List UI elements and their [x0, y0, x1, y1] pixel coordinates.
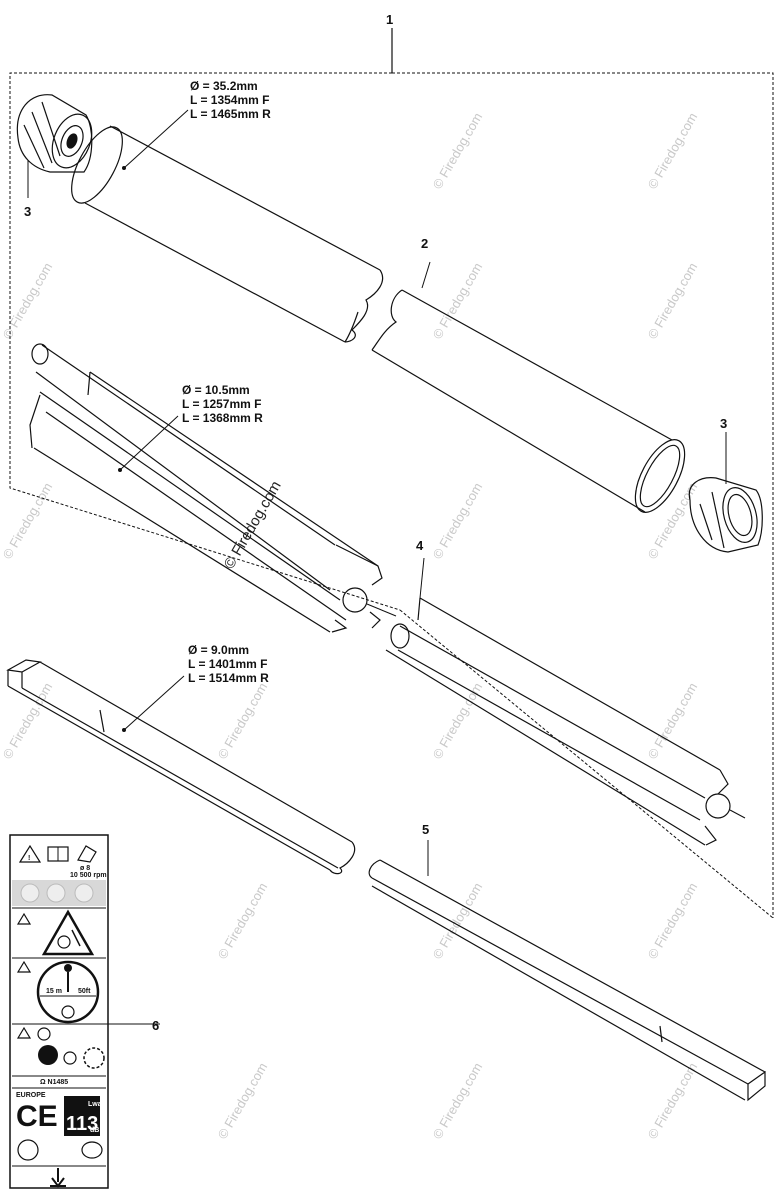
watermark: © Firedog.com: [430, 680, 486, 762]
callout-2: 2: [421, 236, 428, 251]
liner-diameter: Ø = 10.5mm: [182, 383, 250, 397]
watermark: © Firedog.com: [645, 1060, 701, 1142]
shaft-length-front: L = 1401mm F: [188, 657, 268, 671]
end-cap-lower: [688, 432, 763, 553]
watermark: © Firedog.com: [430, 110, 486, 192]
watermark: © Firedog.com: [430, 260, 486, 342]
callout-1: 1: [386, 12, 393, 27]
callout-6: 6: [152, 1018, 159, 1033]
callout-4: 4: [416, 538, 424, 553]
shaft-length-rear: L = 1514mm R: [188, 671, 269, 685]
drive-shaft-upper: [6, 659, 356, 875]
sound-power-badge: [64, 1096, 100, 1136]
main-tube-lower: [371, 261, 686, 513]
liner-lower: [385, 557, 746, 846]
callout-5: 5: [422, 822, 429, 837]
region-label: EUROPE: [16, 1092, 46, 1099]
shaft-diameter: Ø = 9.0mm: [188, 643, 249, 657]
operator-icon: [38, 1045, 58, 1065]
distance-left: 15 m: [46, 988, 62, 995]
watermark: © Firedog.com: [0, 260, 55, 342]
decal-part-code: Ω N1485: [40, 1079, 68, 1086]
watermark: © Firedog.com: [430, 480, 486, 562]
watermark: © Firedog.com: [645, 260, 701, 342]
watermark: © Firedog.com: [645, 680, 701, 762]
liner-length-rear: L = 1368mm R: [182, 411, 263, 425]
certification-mark-icon: [17, 1139, 39, 1161]
watermark: © Firedog.com: [430, 1060, 486, 1142]
tube-length-rear: L = 1465mm R: [190, 107, 271, 121]
watermark: © Firedog.com: [645, 880, 701, 962]
watermark: © Firedog.com: [0, 480, 55, 562]
sound-unit: dB: [90, 1127, 99, 1134]
callout-3-upper: 3: [24, 204, 31, 219]
watermark: © Firedog.com: [645, 110, 701, 192]
distance-right: 50ft: [78, 988, 91, 995]
callout-3-lower: 3: [720, 416, 727, 431]
watermark: © Firedog.com: [645, 480, 701, 562]
svg-text:!: !: [28, 855, 30, 862]
shaft-spec-label: Ø = 9.0mm L = 1401mm F L = 1514mm R: [188, 643, 269, 685]
tube-spec-label: Ø = 35.2mm L = 1354mm F L = 1465mm R: [190, 79, 271, 121]
sound-label: Lwa: [88, 1101, 102, 1108]
watermark: © Firedog.com: [0, 680, 55, 762]
watermark: © Firedog.com: [215, 880, 271, 962]
certification-mark-icon: [81, 1141, 103, 1159]
watermark: © Firedog.com: [215, 680, 271, 762]
watermark-center: © Firedog.com: [221, 478, 285, 572]
liner-length-front: L = 1257mm F: [182, 397, 262, 411]
hazard-triangle-icon: [41, 909, 95, 956]
face-shield-icon: [77, 845, 97, 863]
sound-value: 113: [66, 1113, 98, 1135]
liner-upper: [29, 343, 397, 633]
ce-mark: CE: [16, 1100, 58, 1133]
end-cap-upper: [16, 94, 93, 198]
liner-spec-label: Ø = 10.5mm L = 1257mm F L = 1368mm R: [182, 383, 263, 425]
watermark: © Firedog.com: [215, 1060, 271, 1142]
tube-length-front: L = 1354mm F: [190, 93, 270, 107]
drive-shaft-lower: [368, 840, 766, 1102]
main-tube-upper: [71, 109, 384, 343]
tube-diameter: Ø = 35.2mm: [190, 79, 258, 93]
rpm-line-2: 10 500 rpm: [70, 872, 107, 879]
warning-decal: ! ø 8 10 500 rpm 15 m 50ft: [9, 834, 160, 1189]
rpm-line-1: ø 8: [80, 865, 90, 872]
